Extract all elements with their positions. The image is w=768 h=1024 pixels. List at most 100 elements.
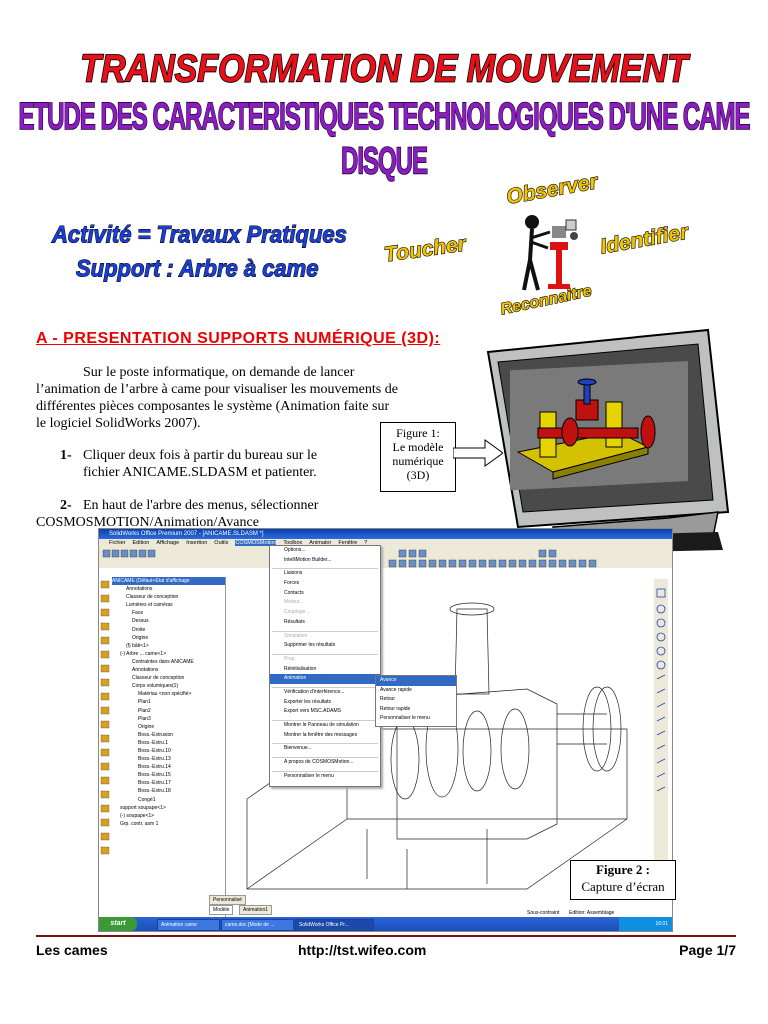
tree-item[interactable]: Plan1 — [138, 699, 151, 706]
taskbar-clock: 16:01 — [619, 917, 672, 931]
sw-toolbar-1 — [99, 548, 672, 558]
menu-item-bienvenue[interactable]: Bienvenue... — [284, 745, 312, 752]
page-title: TRANSFORMATION DE MOUVEMENT — [79, 46, 688, 91]
tree-item[interactable]: Droite — [132, 626, 146, 633]
tree-item[interactable]: Corps volumiques(1) — [132, 683, 179, 690]
start-button[interactable]: start — [99, 917, 137, 931]
tree-item[interactable]: Face — [132, 610, 144, 617]
tree-item[interactable]: Boss.-Extru.10 — [138, 747, 171, 754]
sw-menu-toolbox[interactable]: Toolbox — [283, 540, 303, 546]
menu-item-personnaliser[interactable]: Personnaliser le menu — [284, 772, 334, 779]
menu-item-forces[interactable]: Forces — [284, 580, 300, 587]
tree-item[interactable]: Annotations — [126, 586, 153, 593]
menu-item-simulation[interactable]: Simulation — [284, 632, 308, 639]
tree-item[interactable]: Lumières et caméras — [126, 602, 173, 609]
step1-line-1: Cliquer deux fois à partir du bureau sur… — [83, 448, 318, 463]
figure1-line-2: numérique — [392, 454, 444, 468]
tree-item[interactable]: Congé1 — [138, 796, 156, 803]
wordart-identifier: Identifier — [598, 220, 691, 259]
tree-item[interactable]: Plan2 — [138, 707, 151, 714]
intro-line-4: le logiciel SolidWorks 2007). — [36, 416, 201, 431]
sw-menu-outils[interactable]: Outils — [214, 540, 229, 546]
task-came-doc[interactable]: came.doc [Mode de ... — [221, 919, 294, 931]
tree-item[interactable]: (f) bâti<1> — [126, 642, 149, 649]
tree-item[interactable]: Boss.-Extru.1 — [138, 739, 169, 746]
menu-item-intellimotion[interactable]: IntelliMotion Builder... — [284, 556, 332, 563]
sw-menu-edition[interactable]: Edition — [132, 540, 150, 546]
sw-menu-insertion[interactable]: Insertion — [186, 540, 208, 546]
tree-item[interactable]: Boss.-Extru.14 — [138, 764, 171, 771]
step2-line-1: En haut de l'arbre des menus, sélectionn… — [83, 498, 319, 513]
tab-animation1[interactable]: Animation1 — [239, 905, 273, 915]
menu-item-supprimer[interactable]: Supprimer les résultats — [284, 642, 336, 649]
submenu-item-personnaliser[interactable]: Personnaliser le menu — [380, 715, 430, 721]
tree-item[interactable]: Matériau <non spécifié> — [138, 691, 192, 698]
menu-item-prop[interactable]: Prop. — [284, 655, 296, 662]
sw-right-toolbar — [654, 579, 668, 879]
menu-item-a-propos[interactable]: A propos de COSMOSMotion... — [284, 759, 354, 766]
tree-item[interactable]: Classeur de conception — [132, 675, 185, 682]
submenu-item-avance-rapide[interactable]: Avance rapide — [380, 686, 412, 693]
cosmosmotion-dropdown: Options... IntelliMotion Builder... Liai… — [269, 545, 381, 787]
sw-menubar: Fichier Edition Affichage Insertion Outils CO… — [99, 539, 672, 548]
tree-item[interactable]: Boss.-Extrusion — [138, 731, 174, 738]
tab-personnalise[interactable]: Personnalisé — [209, 895, 246, 905]
sw-menu-fenetre[interactable]: Fenêtre — [338, 540, 358, 546]
tree-item[interactable]: Classeur de conception — [126, 594, 179, 601]
sw-right-toolbar-icons — [656, 588, 666, 792]
footer-url[interactable]: http://tst.wifeo.com — [298, 942, 427, 958]
sw-menu-fichier[interactable]: Fichier — [109, 540, 126, 546]
sw-toolbar-2 — [99, 558, 672, 568]
menu-separator — [272, 740, 378, 745]
menu-item-animation[interactable]: Animation — [270, 674, 380, 684]
support-label: Support : Arbre à came — [75, 254, 319, 283]
tree-item[interactable]: Boss.-Extru.15 — [138, 772, 171, 779]
menu-item-panneau[interactable]: Montrer le Panneau de simulation — [284, 722, 359, 728]
task-solidworks[interactable]: SolidWorks Office Pr... — [295, 919, 374, 931]
menu-separator — [272, 628, 378, 632]
status-edition: Edition: Assemblage — [569, 910, 615, 916]
menu-item-resultats[interactable]: Résultats — [284, 618, 305, 625]
task-animation-came[interactable]: Animation came — [157, 919, 220, 931]
menu-item-liaisons[interactable]: Liaisons — [284, 570, 303, 577]
tree-item[interactable]: support soupape<1> — [120, 804, 166, 811]
tree-item[interactable]: Origine — [132, 634, 149, 641]
tree-item[interactable]: (-) soupape<1> — [120, 812, 155, 819]
menu-item-moteur[interactable]: Moteur... — [284, 599, 304, 606]
tree-item[interactable]: ANICAME (Défaut<Etat d'affichage — [112, 577, 225, 586]
page-subtitle: ETUDE DES CARACTERISTIQUES TECHNOLOGIQUE… — [18, 94, 751, 184]
menu-separator — [272, 651, 378, 655]
sw-menu-help[interactable]: ? — [364, 540, 368, 546]
tree-item[interactable]: Grp. contr. asm 1 — [120, 820, 159, 827]
tree-item[interactable]: (-) Arbre ... came<1> — [120, 650, 167, 657]
menu-item-verification[interactable]: Vérification d'interférence... — [284, 688, 345, 695]
menu-separator — [272, 684, 378, 688]
tree-item[interactable]: Contraintes dans ANICAME — [132, 658, 194, 665]
tree-item[interactable]: Origine — [138, 723, 155, 730]
tree-item[interactable]: Plan3 — [138, 715, 151, 722]
figure1-label: Figure 1: — [396, 426, 440, 440]
submenu-item-retour[interactable]: Retour — [380, 696, 396, 702]
tree-item[interactable]: Dessus — [132, 618, 149, 625]
menu-item-reinitialisation[interactable]: Réinitialisation — [284, 665, 317, 672]
menu-separator — [272, 754, 378, 759]
menu-item-options[interactable]: Options... — [284, 547, 306, 553]
menu-item-contacts[interactable]: Contacts — [284, 589, 304, 596]
menu-separator — [272, 768, 378, 772]
menu-item-couplage[interactable]: Couplage... — [284, 609, 310, 616]
sw-menu-cosmosmotion[interactable]: COSMOSMotion — [235, 540, 277, 546]
submenu-item-retour-rapide[interactable]: Retour rapide — [380, 705, 411, 712]
submenu-item-avance[interactable]: Avance — [376, 676, 456, 686]
sw-menu-affichage[interactable]: Affichage — [156, 540, 180, 546]
intro-line-1: Sur le poste informatique, on demande de… — [83, 365, 355, 380]
menu-item-export-adams[interactable]: Export vers MSC.ADAMS — [284, 708, 341, 715]
tree-item[interactable]: Annotations — [132, 667, 159, 674]
tree-item[interactable]: Boss.-Extru.17 — [138, 780, 171, 787]
menu-item-exporter[interactable]: Exporter les résultats — [284, 698, 331, 705]
menu-item-messages[interactable]: Montrer la fenêtre des messages — [284, 731, 358, 738]
tab-modele[interactable]: Modèle — [209, 905, 234, 915]
tree-item[interactable]: Boss.-Extru.18 — [138, 788, 171, 795]
tree-item[interactable]: Boss.-Extru.13 — [138, 756, 171, 763]
sw-left-toolbar — [100, 580, 110, 855]
sw-menu-animator[interactable]: Animator — [309, 540, 332, 546]
